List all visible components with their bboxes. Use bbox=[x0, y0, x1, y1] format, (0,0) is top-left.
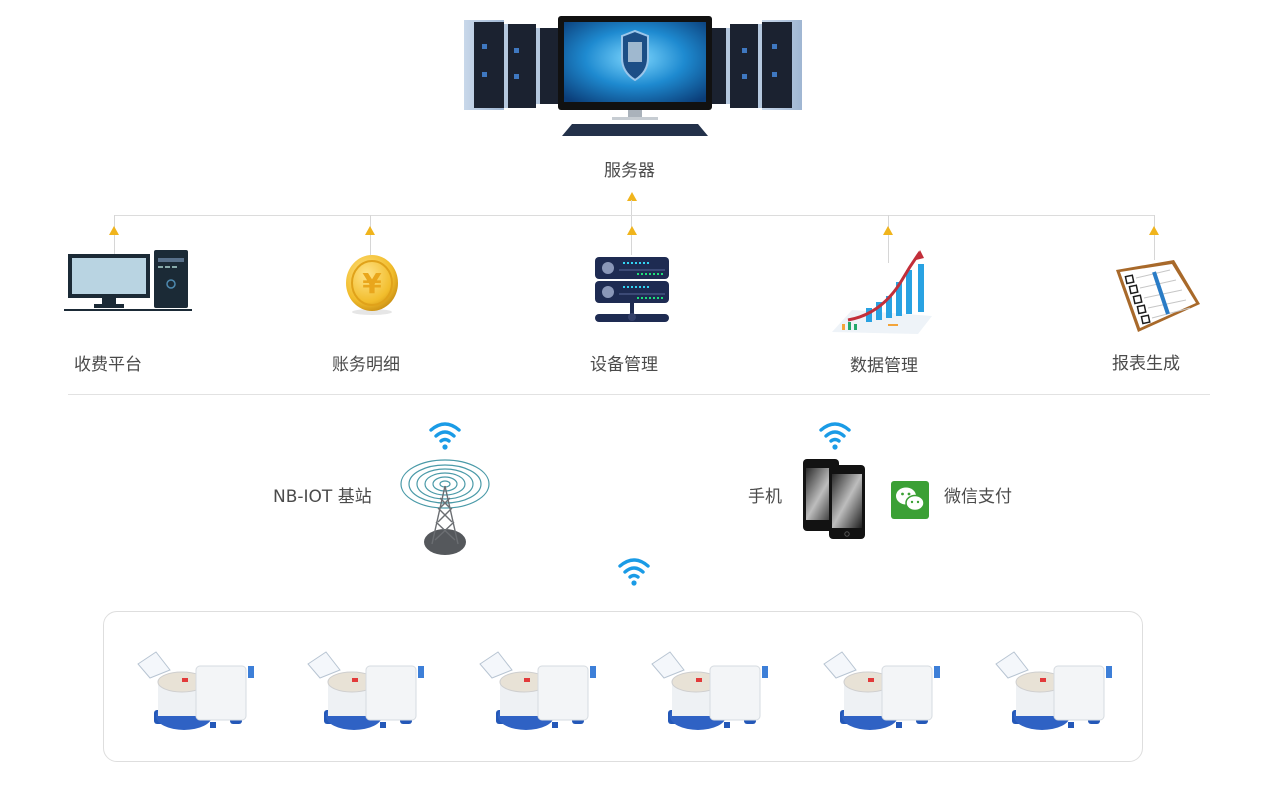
water-meter-group bbox=[103, 611, 1143, 762]
module-billing-platform bbox=[64, 248, 192, 312]
water-meter bbox=[478, 650, 604, 732]
water-meter bbox=[650, 650, 776, 732]
water-meter-icon bbox=[479, 651, 596, 730]
server-node bbox=[462, 14, 804, 138]
connector-line bbox=[114, 215, 115, 255]
bar-chart-growth-icon bbox=[832, 250, 932, 334]
arrow-up-icon bbox=[1149, 226, 1159, 235]
smartphone-icon bbox=[803, 459, 865, 539]
water-meter bbox=[994, 650, 1120, 732]
water-meter bbox=[136, 650, 262, 732]
arrow-up-icon bbox=[109, 226, 119, 235]
wifi-icon bbox=[618, 558, 650, 586]
wechat-pay-label: 微信支付 bbox=[944, 487, 1012, 507]
cell-tower-icon bbox=[400, 459, 490, 555]
bus-line bbox=[114, 215, 1155, 216]
water-meter-icon bbox=[823, 651, 940, 730]
water-meter bbox=[822, 650, 948, 732]
module-report-generation bbox=[1114, 258, 1202, 334]
arrow-up-icon bbox=[627, 192, 637, 201]
section-divider bbox=[68, 394, 1210, 395]
phone-label: 手机 bbox=[748, 487, 782, 507]
clipboard-checklist-icon bbox=[1116, 260, 1200, 332]
module-data-management bbox=[832, 250, 932, 334]
wechat-pay-node bbox=[891, 481, 929, 519]
wifi-icon bbox=[429, 422, 461, 450]
yuan-coin-icon: ¥ bbox=[346, 255, 398, 315]
server-label: 服务器 bbox=[604, 161, 655, 181]
arrow-up-icon bbox=[365, 226, 375, 235]
module-label: 收费平台 bbox=[74, 355, 142, 375]
wifi-icon bbox=[819, 422, 851, 450]
connector-line bbox=[888, 215, 889, 263]
connector-line bbox=[370, 215, 371, 255]
water-meter-icon bbox=[995, 651, 1112, 730]
base-station-node bbox=[400, 458, 490, 556]
module-label: 数据管理 bbox=[850, 356, 918, 376]
module-label: 设备管理 bbox=[590, 355, 658, 375]
water-meter-icon bbox=[137, 651, 254, 730]
server-monitor-icon bbox=[464, 16, 802, 136]
phone-node bbox=[803, 459, 865, 539]
water-meter-icon bbox=[651, 651, 768, 730]
module-device-management bbox=[593, 255, 671, 325]
module-label: 报表生成 bbox=[1112, 354, 1180, 374]
arrow-up-icon bbox=[627, 226, 637, 235]
water-meter bbox=[306, 650, 432, 732]
wechat-icon bbox=[891, 481, 929, 519]
water-meter-icon bbox=[307, 651, 424, 730]
base-station-label: NB-IOT 基站 bbox=[273, 487, 372, 507]
connector-line bbox=[1154, 215, 1155, 260]
module-label: 账务明细 bbox=[332, 355, 400, 375]
desktop-computer-icon bbox=[64, 250, 192, 311]
server-rack-icon bbox=[595, 257, 669, 322]
module-account-details: ¥ bbox=[344, 254, 400, 316]
svg-text:¥: ¥ bbox=[362, 267, 382, 300]
arrow-up-icon bbox=[883, 226, 893, 235]
